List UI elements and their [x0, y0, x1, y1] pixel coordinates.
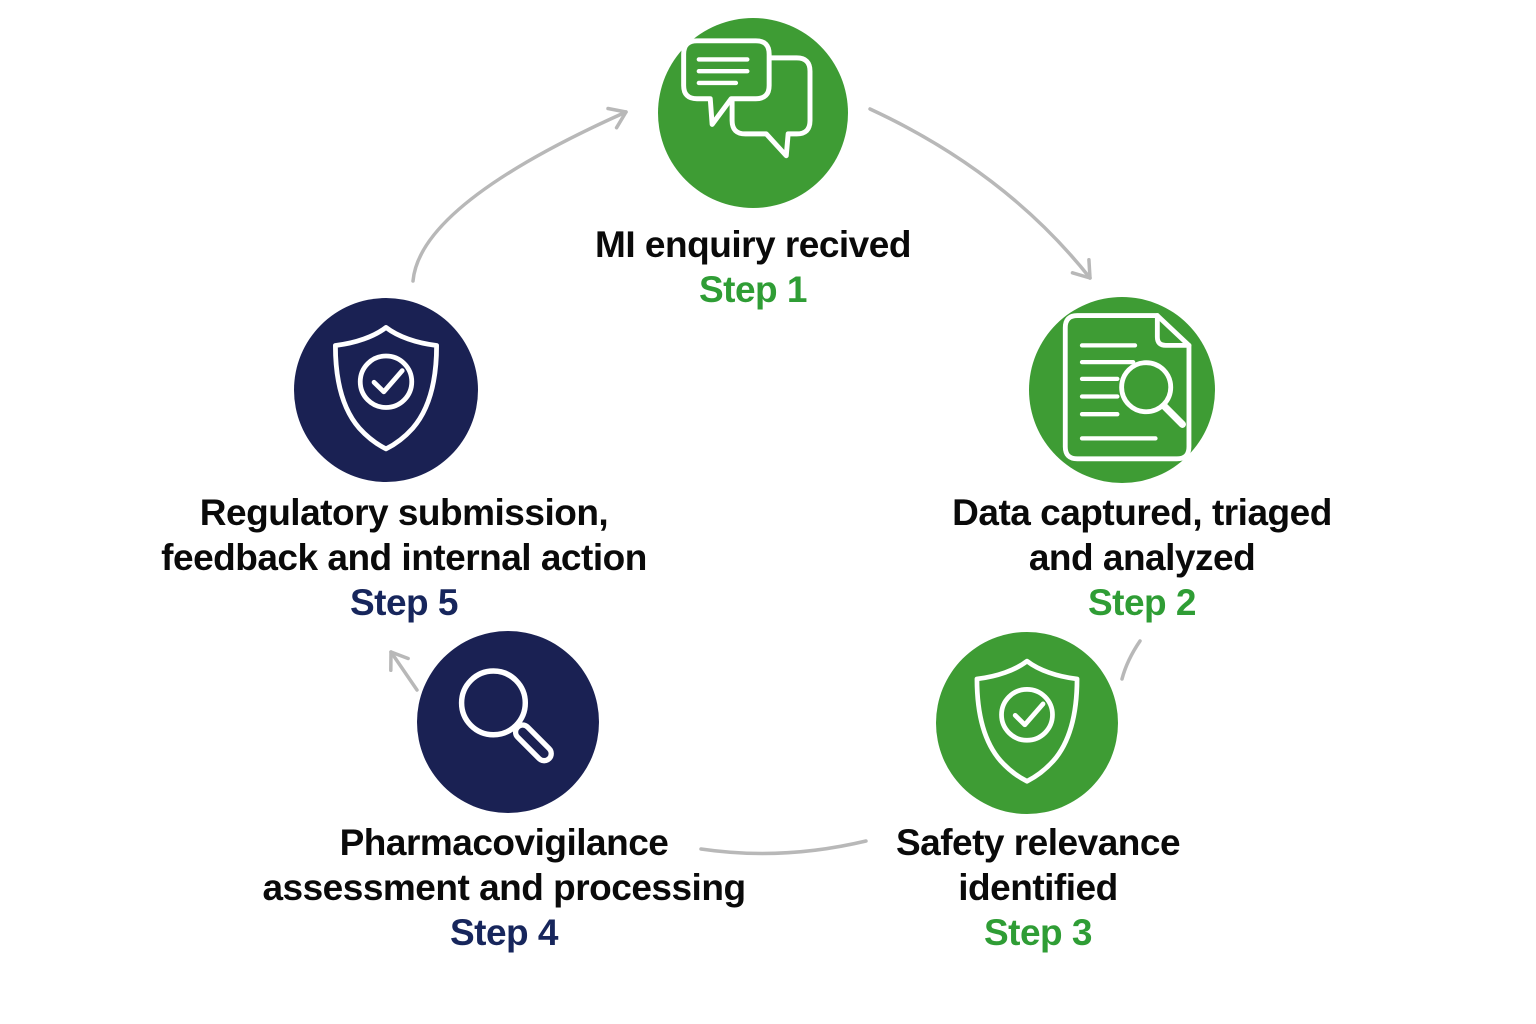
document-search-icon — [1062, 313, 1192, 462]
step-2-label: Data captured, triaged and analyzed Step… — [952, 490, 1332, 625]
arrow-step2-to-step3-icon — [1120, 639, 1142, 681]
step-title-line: feedback and internal action — [161, 537, 647, 578]
step-title-line: assessment and processing — [262, 867, 746, 908]
chat-bubbles-icon — [681, 38, 813, 159]
magnifier-icon — [458, 668, 554, 764]
step-number-label: Step 5 — [349, 582, 459, 623]
step-title-line: MI enquiry recived — [595, 224, 911, 265]
step-title-line: and analyzed — [1028, 537, 1256, 578]
arrow-step4-to-step5-icon — [389, 650, 419, 692]
step-1-circle — [658, 18, 848, 208]
step-title-line: Safety relevance — [895, 822, 1181, 863]
step-title-line: Data captured, triaged — [952, 492, 1332, 533]
step-5-circle — [294, 298, 478, 482]
step-3-label: Safety relevance identified Step 3 — [895, 820, 1181, 955]
shield-check-icon — [974, 658, 1080, 784]
step-title-line: Regulatory submission, — [199, 492, 609, 533]
step-title-line: Pharmacovigilance — [339, 822, 669, 863]
step-4-label: Pharmacovigilance assessment and process… — [262, 820, 746, 955]
step-5-label: Regulatory submission, feedback and inte… — [161, 490, 647, 625]
step-number-label: Step 1 — [698, 269, 808, 310]
shield-check-icon — [333, 325, 439, 452]
step-3-circle — [936, 632, 1118, 814]
step-number-label: Step 3 — [983, 912, 1093, 953]
step-4-circle — [417, 631, 599, 813]
step-title-line: identified — [958, 867, 1118, 908]
step-number-label: Step 4 — [449, 912, 559, 953]
arrow-step5-to-step1-icon — [411, 106, 628, 283]
step-1-label: MI enquiry recived Step 1 — [595, 222, 911, 312]
step-number-label: Step 2 — [1087, 582, 1197, 623]
step-2-circle — [1029, 297, 1215, 483]
